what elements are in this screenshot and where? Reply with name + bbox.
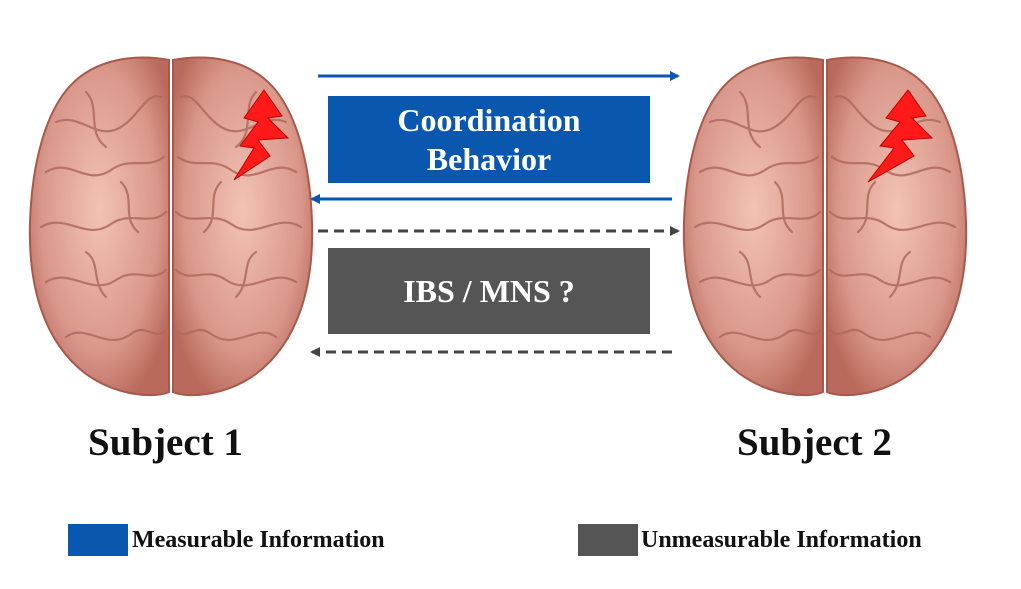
coordination-line-2: Behavior	[426, 140, 552, 177]
subject-1-label: Subject 1	[88, 421, 243, 464]
brain-icon	[682, 56, 968, 397]
legend-label-unmeasurable: Unmeasurable Information	[641, 527, 922, 553]
ibs-mns-label: IBS / MNS ?	[403, 272, 575, 309]
coordination-behavior-box: Coordination Behavior	[328, 96, 650, 183]
legend-label-measurable: Measurable Information	[132, 527, 385, 553]
ibs-mns-box: IBS / MNS ?	[328, 248, 650, 334]
brain-subject-1	[26, 52, 316, 400]
brain-icon	[28, 56, 314, 397]
legend-swatch-unmeasurable	[578, 524, 638, 556]
arrows-layer	[310, 71, 680, 357]
brain-subject-2	[680, 52, 970, 400]
legend-swatch-measurable	[68, 524, 128, 556]
coordination-line-1: Coordination	[397, 102, 581, 139]
subject-2-label: Subject 2	[737, 421, 892, 464]
